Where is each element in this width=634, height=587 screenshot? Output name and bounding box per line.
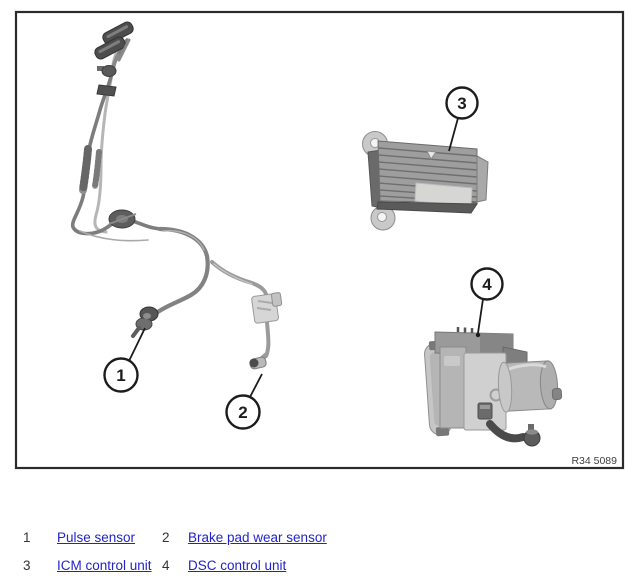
- callout-4: 4: [470, 267, 504, 338]
- legend-number-2: 2: [162, 530, 170, 545]
- legend-link-dsc-control-unit[interactable]: DSC control unit: [188, 558, 287, 573]
- clip-tab: [97, 66, 104, 71]
- legend-link-icm-control-unit[interactable]: ICM control unit: [57, 558, 152, 573]
- legend-link-pulse-sensor[interactable]: Pulse sensor: [57, 530, 136, 545]
- callout-2-number: 2: [238, 403, 247, 422]
- pulse-sensor-illustration: [131, 306, 159, 338]
- callout-1: 1: [103, 327, 146, 393]
- callout-1-number: 1: [116, 366, 125, 385]
- legend-number-3: 3: [23, 558, 31, 573]
- callout-2: 2: [225, 373, 263, 430]
- callout-4-number: 4: [482, 275, 492, 294]
- brake-pad-wear-sensor-illustration: [249, 292, 283, 370]
- icm-control-unit-illustration: [362, 131, 489, 231]
- cable-clamp: [108, 209, 137, 229]
- parts-diagram: 1 2 3 4 R34 5089: [14, 10, 625, 470]
- harness-connectors: [94, 21, 134, 97]
- figure-legend: 1 Pulse sensor 2 Brake pad wear sensor 3…: [23, 530, 327, 574]
- legend-number-1: 1: [23, 530, 31, 545]
- dsc-control-unit-illustration: [424, 327, 563, 447]
- figure-ref: R34 5089: [571, 455, 617, 467]
- cable-clip: [101, 65, 117, 77]
- figure-panel: 1 2 3 4 R34 5089: [14, 10, 625, 470]
- cable-clip: [96, 84, 117, 97]
- legend-number-4: 4: [162, 558, 170, 573]
- callout-3-number: 3: [457, 94, 466, 113]
- callout-3: 3: [445, 86, 479, 152]
- legend-link-brake-pad-wear-sensor[interactable]: Brake pad wear sensor: [188, 530, 327, 545]
